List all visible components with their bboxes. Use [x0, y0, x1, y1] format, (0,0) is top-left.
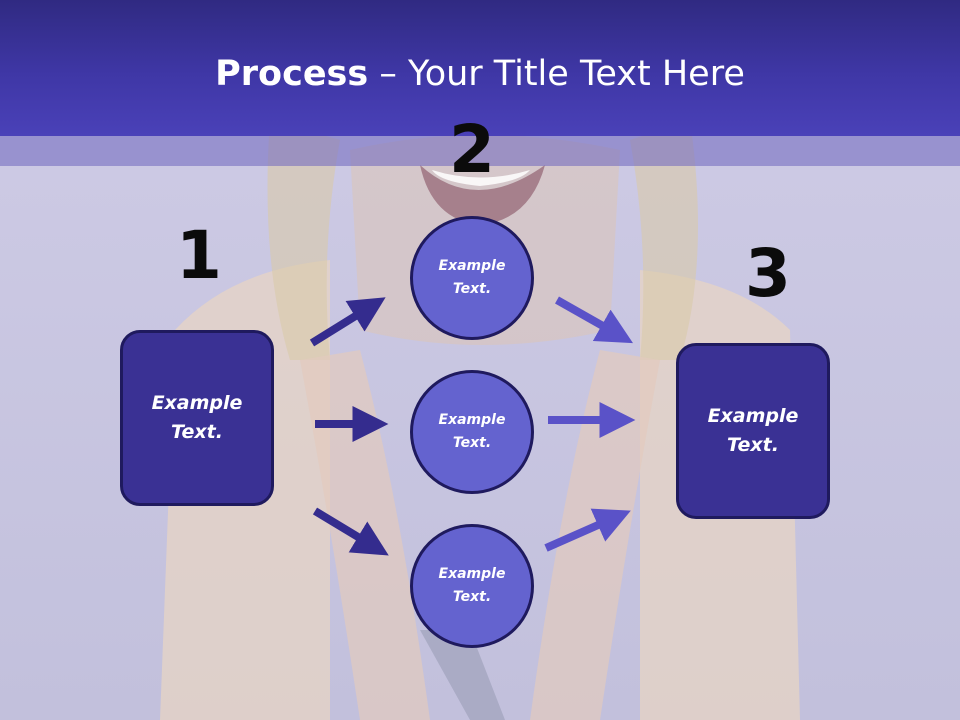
- circle-text: Example Text.: [438, 258, 506, 297]
- step-number-2: 2: [449, 111, 495, 188]
- step-3-box: Example Text.: [676, 343, 830, 519]
- slide-title: Process – Your Title Text Here: [0, 50, 960, 98]
- arrow-top-to-3: [555, 296, 634, 344]
- step-number-3: 3: [745, 235, 791, 312]
- step-1-box: Example Text.: [120, 330, 274, 506]
- title-bar: [0, 0, 960, 136]
- step-1-text: Example Text.: [151, 392, 243, 443]
- title-strip: [0, 136, 960, 166]
- arrow-1-to-bottom: [312, 507, 389, 556]
- step-2-circle-middle: Example Text.: [410, 370, 534, 494]
- step-number-1: 1: [176, 217, 222, 294]
- step-2-circle-bottom: Example Text.: [410, 524, 534, 648]
- step-2-circle-top: Example Text.: [410, 216, 534, 340]
- step-3-text: Example Text.: [707, 405, 799, 456]
- arrow-bottom-to-3: [544, 508, 631, 552]
- title-rest: – Your Title Text Here: [368, 54, 745, 94]
- circle-text: Example Text.: [438, 566, 506, 605]
- title-bold: Process: [215, 54, 369, 94]
- arrow-1-to-top: [309, 297, 386, 347]
- circle-text: Example Text.: [438, 412, 506, 451]
